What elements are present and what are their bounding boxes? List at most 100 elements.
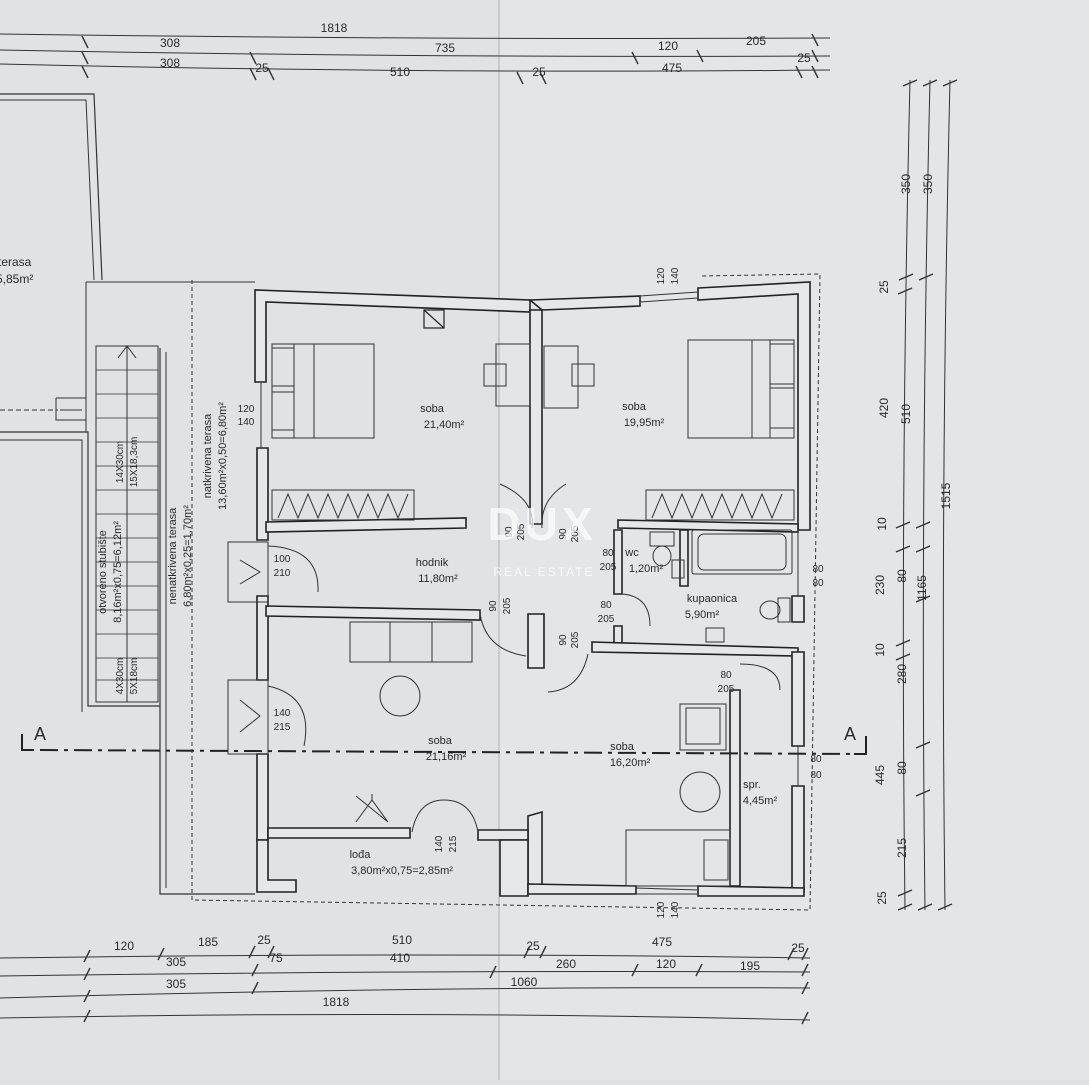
dim-bottom-2b: 75: [269, 951, 283, 965]
roof-outline-dashed: [191, 273, 821, 911]
opening-w: 90: [488, 600, 499, 612]
dim-right-1a: 350: [899, 174, 913, 194]
loggia-chair-icon: [355, 794, 389, 823]
room-labels: soba 21,40m² soba 19,95m² hodnik 11,80m²…: [350, 401, 778, 877]
bathtub-icon: [691, 529, 793, 575]
room-name: soba: [428, 735, 453, 747]
wall-left-2: [256, 447, 269, 541]
covered-terrace-name: natkrivena terasa: [202, 413, 214, 498]
section-mark-right-icon: [854, 736, 867, 755]
room-area: 21,16m²: [426, 751, 467, 763]
tick: [811, 33, 819, 47]
wall-center-top: [529, 309, 543, 525]
left-terrace-area: [0, 93, 821, 911]
step-spec-1b: 15X18,3cm: [129, 437, 140, 488]
wall-loggia-top-right: [477, 829, 529, 841]
uncovered-terrace-name: nenatkrivena terasa: [167, 507, 179, 604]
opening-w: 80: [602, 548, 614, 559]
tick: [81, 51, 89, 65]
wardrobe-icon: [645, 489, 795, 521]
sink-icon: [705, 627, 725, 643]
dim-bottom-overall: 1818: [323, 995, 350, 1009]
opening-h: 80: [812, 578, 824, 589]
dim-line-right-1: [902, 79, 911, 911]
tick: [895, 653, 911, 661]
door-arc: [499, 483, 533, 529]
dim-bottom-1c: 25: [257, 933, 271, 947]
uncovered-terrace-outline: [159, 348, 255, 895]
sofa-icon: [349, 621, 473, 663]
toilet-icon: [652, 545, 672, 567]
bottom-dimension-texts: 120 185 25 510 25 475 25 305 75 410 260 …: [114, 933, 805, 1009]
tick: [83, 989, 91, 1003]
section-letter-right: A: [844, 724, 856, 744]
tick: [523, 945, 531, 959]
opening-h: 205: [570, 525, 581, 542]
dim-top-3c: 510: [390, 65, 410, 79]
opening-h: 140: [238, 417, 255, 428]
armchair-seat: [685, 707, 721, 745]
chimney-diag: [423, 309, 445, 329]
tick: [251, 981, 259, 995]
tick: [801, 963, 809, 977]
wall-center-low: [527, 810, 543, 891]
dim-right-2e: 80: [895, 761, 909, 775]
wall-right-low: [791, 651, 805, 747]
door-arc: [411, 799, 445, 833]
entry-door: [227, 541, 269, 603]
desk-icon: [543, 345, 579, 409]
dim-bottom-2c: 410: [390, 951, 410, 965]
tick: [801, 1011, 809, 1025]
dim-top-2a: 308: [160, 36, 180, 50]
wall-upper-hallway: [265, 517, 467, 533]
dim-right-1g: 445: [873, 765, 887, 785]
top-dimensions: [0, 33, 831, 85]
wall-bath-right: [791, 595, 805, 623]
tick: [897, 889, 913, 897]
tick: [81, 65, 89, 79]
chimney-box: [423, 309, 445, 329]
opening-h: 215: [274, 722, 291, 733]
walls: [254, 281, 811, 897]
top-dimension-texts: 1818 308 735 120 205 308 25 510 25 475 2…: [160, 21, 811, 79]
dim-line-bottom-2: [0, 971, 811, 977]
tick: [895, 521, 911, 529]
tick: [897, 287, 913, 295]
opening-h: 140: [670, 901, 681, 918]
dim-line-top-2: [0, 49, 831, 57]
sink-small-icon: [671, 559, 685, 579]
tick: [915, 595, 931, 603]
entry-arrow-icon: [239, 559, 261, 585]
tick: [897, 903, 913, 911]
room-area: 19,95m²: [624, 417, 665, 429]
opening-w: 80: [600, 600, 612, 611]
tick: [915, 545, 931, 553]
bottom-dimensions: [0, 945, 811, 1025]
tick: [631, 51, 639, 65]
toilet-tank-icon: [777, 597, 791, 623]
furniture: [271, 339, 795, 887]
dim-bottom-1d: 510: [392, 933, 412, 947]
dim-bottom-1e: 25: [526, 939, 540, 953]
tick: [898, 273, 914, 281]
room-area: 11,80m²: [418, 573, 458, 585]
room-area: 16,20m²: [610, 757, 651, 769]
window-top-right: [639, 291, 699, 303]
tick: [895, 545, 911, 553]
opening-h: 140: [670, 267, 681, 284]
opening-labels: 120 140 120 140 100 210 90 205 90 205 80…: [238, 267, 824, 918]
dim-top-3e: 475: [662, 61, 682, 75]
tick: [942, 79, 958, 87]
dim-bottom-2f: 195: [740, 959, 760, 973]
dim-bottom-3b: 1060: [511, 975, 538, 989]
dim-top-2d: 205: [746, 34, 766, 48]
terrace-outline-inner: [0, 99, 95, 281]
tick: [489, 965, 497, 979]
wall-loggia-right: [499, 839, 529, 897]
dim-right-2a: 350: [921, 174, 935, 194]
tick: [249, 51, 257, 65]
wall-center-mid: [527, 613, 545, 669]
tick: [795, 65, 803, 79]
